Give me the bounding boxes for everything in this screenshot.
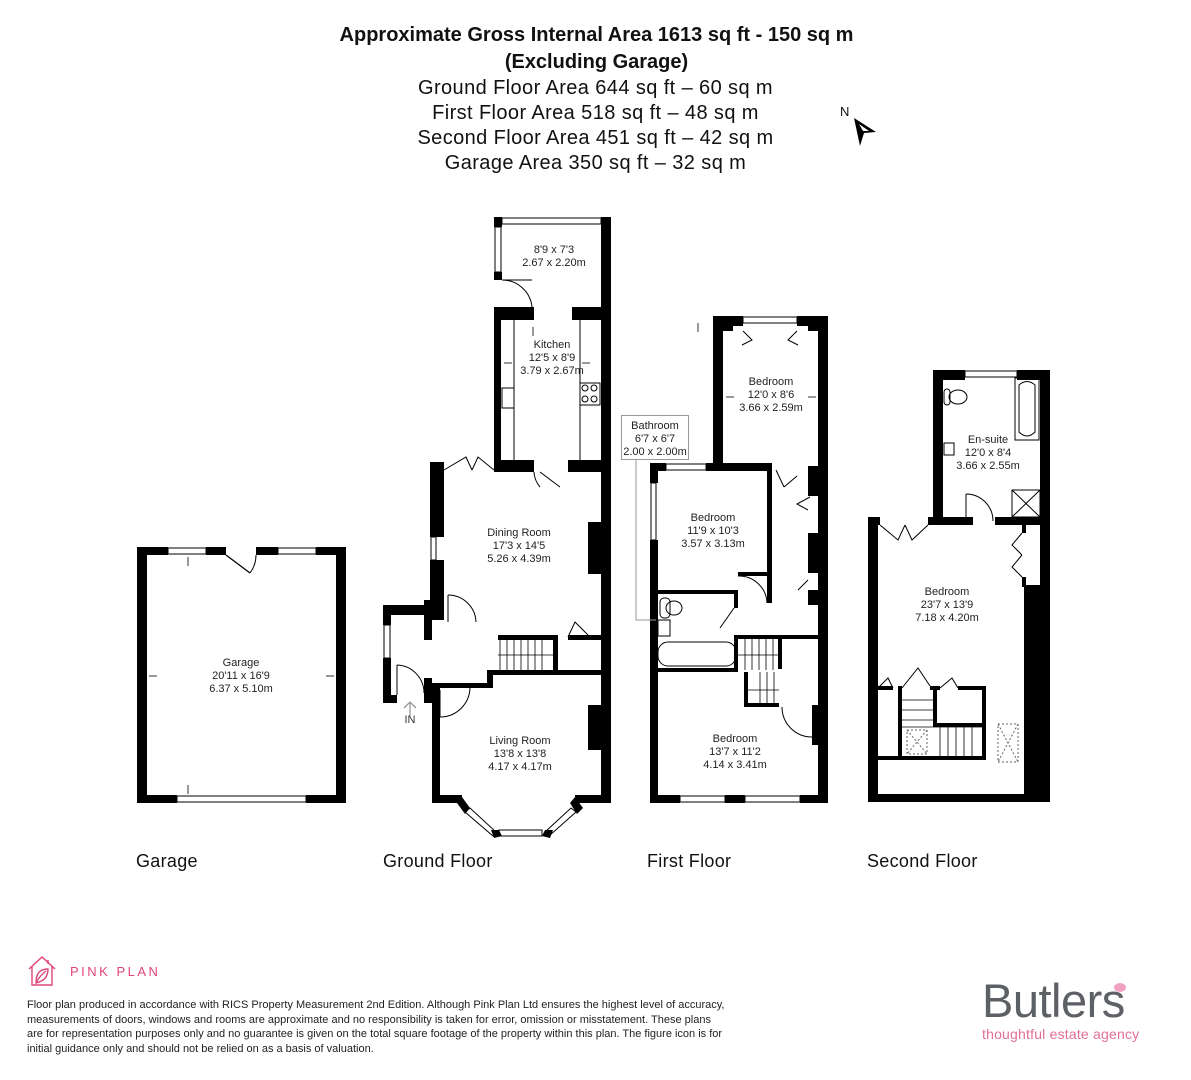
room-name: Bathroom: [631, 420, 679, 432]
room-imperial: 23'7 x 13'9: [920, 599, 974, 611]
ground-floor-area: Ground Floor Area 644 sq ft – 60 sq m: [418, 77, 773, 99]
room-imperial: 13'8 x 13'8: [493, 748, 547, 760]
pinkplan-house-icon: [28, 956, 56, 986]
room-second-bedroom: Bedroom 23'7 x 13'9 7.18 x 4.20m: [915, 586, 979, 625]
room-metric: 3.66 x 2.55m: [956, 460, 1020, 472]
room-first-bedroom-middle: Bedroom 11'9 x 10'3 3.57 x 3.13m: [681, 512, 745, 551]
room-metric: 3.57 x 3.13m: [681, 538, 745, 550]
room-metric: 4.17 x 4.17m: [488, 761, 552, 773]
second-floor-area: Second Floor Area 451 sq ft – 42 sq m: [417, 127, 774, 149]
room-bathroom: Bathroom 6'7 x 6'7 2.00 x 2.00m: [623, 420, 687, 459]
room-kitchen: Kitchen 12'5 x 8'9 3.79 x 2.67m: [520, 339, 584, 378]
agency-name-suffix: s: [1101, 974, 1126, 1027]
room-living-room: Living Room 13'8 x 13'8 4.17 x 4.17m: [488, 735, 552, 774]
room-name: Bedroom: [748, 376, 794, 388]
room-metric: 2.00 x 2.00m: [623, 446, 687, 458]
room-metric: 3.66 x 2.59m: [739, 402, 803, 414]
room-rear-annex: 8'9 x 7'3 2.67 x 2.20m: [522, 244, 586, 270]
room-name: Bedroom: [712, 733, 758, 745]
room-metric: 7.18 x 4.20m: [915, 612, 979, 624]
room-metric: 3.79 x 2.67m: [520, 365, 584, 377]
agency-name: Butlers: [982, 977, 1162, 1024]
room-imperial: 11'9 x 10'3: [687, 525, 739, 537]
excluding-garage-note: (Excluding Garage): [504, 51, 689, 73]
room-name: Bedroom: [924, 586, 970, 598]
floor-plan-drawing: [137, 217, 1050, 838]
room-imperial: 20'11 x 16'9: [212, 670, 270, 682]
north-arrow-icon: N: [838, 100, 888, 150]
pinkplan-logo: PINK PLAN: [26, 955, 160, 987]
agency-tagline: thoughtful estate agency: [982, 1026, 1140, 1042]
disclaimer-text: Floor plan produced in accordance with R…: [27, 999, 725, 1055]
agency-apostrophe-dot-icon: [1114, 983, 1126, 992]
room-first-bedroom-front: Bedroom 13'7 x 11'2 4.14 x 3.41m: [703, 733, 767, 772]
room-imperial: 12'5 x 8'9: [528, 352, 576, 364]
room-metric: 6.37 x 5.10m: [209, 683, 273, 695]
room-imperial: 13'7 x 11'2: [709, 746, 761, 758]
room-metric: 2.67 x 2.20m: [522, 257, 586, 269]
room-imperial: 17'3 x 14'5: [492, 540, 546, 552]
room-first-bedroom-rear: Bedroom 12'0 x 8'6 3.66 x 2.59m: [739, 376, 803, 415]
room-imperial: 12'0 x 8'4: [964, 447, 1012, 459]
room-imperial: 6'7 x 6'7: [634, 433, 676, 445]
north-label: N: [840, 104, 849, 119]
room-name: En-suite: [967, 434, 1009, 446]
room-name: Bedroom: [690, 512, 736, 524]
room-dining-room: Dining Room 17'3 x 14'5 5.26 x 4.39m: [487, 527, 551, 566]
floor-label-first: First Floor: [647, 851, 732, 871]
entrance-arrow-icon: [403, 701, 417, 716]
garage-walls: [137, 547, 346, 803]
room-name: Garage: [222, 657, 260, 669]
room-name: Dining Room: [487, 527, 551, 539]
first-floor-area: First Floor Area 518 sq ft – 48 sq m: [432, 102, 759, 124]
agency-logo: Butlers thoughtful estate agency: [982, 977, 1162, 1042]
room-name: Kitchen: [533, 339, 571, 351]
entrance-label: IN: [404, 714, 416, 726]
room-garage: Garage 20'11 x 16'9 6.37 x 5.10m: [209, 657, 273, 696]
floor-label-ground: Ground Floor: [383, 851, 493, 871]
floor-label-garage: Garage: [136, 851, 198, 871]
room-imperial: 8'9 x 7'3: [533, 244, 575, 256]
room-metric: 4.14 x 3.41m: [703, 759, 767, 771]
agency-name-base: Butler: [982, 974, 1102, 1027]
garage-area: Garage Area 350 sq ft – 32 sq m: [444, 152, 747, 174]
room-name: Living Room: [489, 735, 551, 747]
plan-header: Approximate Gross Internal Area 1613 sq …: [0, 22, 1191, 176]
gross-area-title: Approximate Gross Internal Area 1613 sq …: [339, 24, 854, 46]
pinkplan-brand: PINK PLAN: [70, 963, 161, 979]
bathroom-label-box: [621, 415, 689, 460]
floor-label-second: Second Floor: [867, 851, 978, 871]
room-imperial: 12'0 x 8'6: [747, 389, 795, 401]
room-en-suite: En-suite 12'0 x 8'4 3.66 x 2.55m: [956, 434, 1020, 473]
room-metric: 5.26 x 4.39m: [487, 553, 551, 565]
